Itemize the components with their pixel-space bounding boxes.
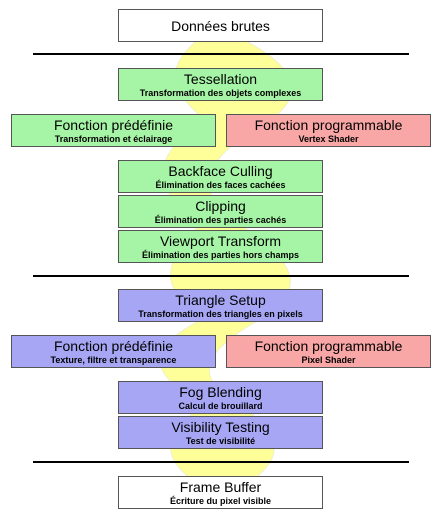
pixel-programmable-function-title: Fonction programmable [254, 337, 403, 354]
separator-rasterization [33, 275, 409, 277]
pixel-programmable-function-box: Fonction programmable Pixel Shader [226, 335, 431, 368]
clipping-title: Clipping [195, 197, 246, 214]
pixel-programmable-function-subtitle: Pixel Shader [301, 354, 356, 365]
raw-data-box: Données brutes [118, 9, 323, 42]
fog-blending-box: Fog Blending Calcul de brouillard [118, 381, 323, 414]
vertex-fixed-function-box: Fonction prédéfinie Transformation et éc… [11, 114, 216, 147]
triangle-setup-subtitle: Transformation des triangles en pixels [138, 308, 303, 319]
pixel-fixed-function-title: Fonction prédéfinie [53, 337, 174, 354]
vertex-programmable-function-title: Fonction programmable [254, 116, 403, 133]
tessellation-subtitle: Transformation des objets complexes [139, 87, 302, 98]
clipping-box: Clipping Élimination des parties cachés [118, 195, 323, 228]
vertex-programmable-function-box: Fonction programmable Vertex Shader [226, 114, 431, 147]
vertex-fixed-function-subtitle: Transformation et éclairage [54, 133, 173, 144]
visibility-testing-subtitle: Test de visibilité [185, 435, 256, 446]
tessellation-title: Tessellation [183, 70, 258, 87]
vertex-programmable-function-subtitle: Vertex Shader [298, 133, 359, 144]
visibility-testing-title: Visibility Testing [171, 418, 270, 435]
triangle-setup-box: Triangle Setup Transformation des triang… [118, 289, 323, 322]
vertex-fixed-function-title: Fonction prédéfinie [53, 116, 174, 133]
pixel-fixed-function-subtitle: Texture, filtre et transparence [50, 354, 177, 365]
tessellation-box: Tessellation Transformation des objets c… [118, 68, 323, 101]
fog-blending-title: Fog Blending [179, 383, 262, 400]
separator-geometry [33, 53, 409, 55]
frame-buffer-subtitle: Écriture du pixel visible [169, 495, 272, 506]
raw-data-title: Données brutes [171, 17, 270, 34]
clipping-subtitle: Élimination des parties cachés [154, 214, 287, 225]
fog-blending-subtitle: Calcul de brouillard [178, 400, 263, 411]
viewport-transform-subtitle: Élimination des parties hors champs [141, 249, 300, 260]
viewport-transform-title: Viewport Transform [159, 232, 282, 249]
viewport-transform-box: Viewport Transform Élimination des parti… [118, 230, 323, 263]
frame-buffer-box: Frame Buffer Écriture du pixel visible [118, 476, 323, 509]
separator-output [33, 461, 409, 463]
backface-culling-box: Backface Culling Élimination des faces c… [118, 160, 323, 193]
pixel-fixed-function-box: Fonction prédéfinie Texture, filtre et t… [11, 335, 216, 368]
backface-culling-title: Backface Culling [168, 162, 273, 179]
frame-buffer-title: Frame Buffer [179, 478, 262, 495]
backface-culling-subtitle: Élimination des faces cachées [155, 179, 286, 190]
triangle-setup-title: Triangle Setup [175, 291, 266, 308]
visibility-testing-box: Visibility Testing Test de visibilité [118, 416, 323, 449]
